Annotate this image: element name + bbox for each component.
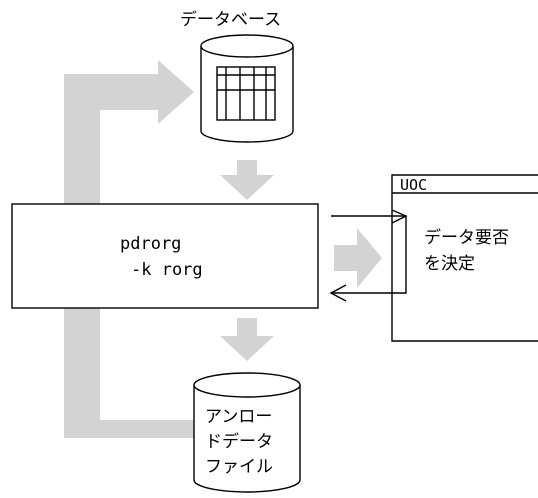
command-to-uoc-arrow — [334, 228, 382, 288]
database-cylinder — [200, 34, 294, 143]
unload-file-label-line3: ファイル — [205, 457, 273, 477]
command-option: -k rorg — [131, 260, 203, 280]
unload-file-label-line1: アンロー — [205, 407, 273, 427]
unload-file-label-line2: ドデータ — [205, 432, 273, 452]
database-label: データベース — [180, 10, 282, 30]
unload-file-cylinder — [193, 372, 301, 493]
db-to-command-arrow — [220, 160, 274, 200]
uoc-description-line1: データ要否 — [424, 228, 509, 248]
uoc-description-line2: を決定 — [424, 254, 475, 274]
uoc-box — [391, 174, 538, 342]
command-name: pdrorg — [120, 234, 182, 254]
uoc-title: UOC — [400, 176, 428, 194]
database-table-icon — [216, 66, 276, 121]
command-to-file-arrow — [220, 318, 274, 361]
feedback-flow-arrow — [64, 60, 194, 438]
return-arrow — [329, 216, 407, 302]
pdrorg-command-box — [11, 203, 319, 309]
